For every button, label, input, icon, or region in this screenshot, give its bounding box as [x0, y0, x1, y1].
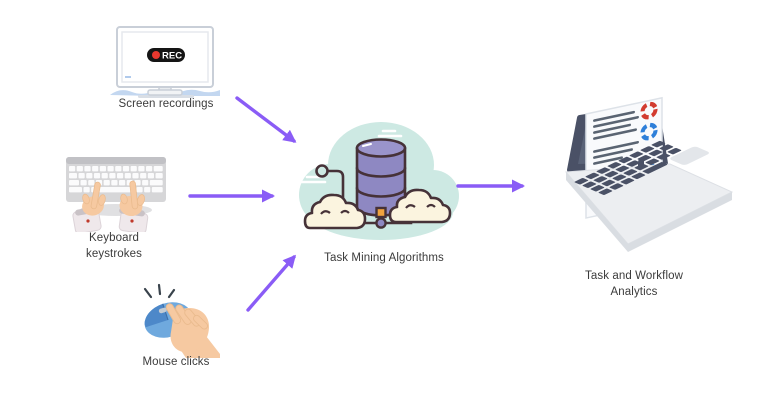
mouse-node	[128, 282, 222, 358]
analytics-label: Task and Workflow Analytics	[564, 268, 704, 300]
rec-badge: REC	[147, 48, 185, 62]
left-knuckle-2	[98, 194, 106, 206]
monitor-shadow-left	[110, 90, 154, 96]
laptop-analytics-icon	[564, 96, 734, 252]
monitor-shadow-right	[174, 89, 220, 96]
keyboard-keys	[69, 166, 163, 193]
analytics-label-line1: Task and Workflow	[585, 270, 683, 282]
left-cuff-dot	[86, 219, 90, 223]
laptop-left-edge	[566, 172, 628, 252]
arrow-mouse-to-algorithms	[246, 254, 296, 312]
document-text-lines-middle	[593, 140, 639, 165]
analytics-node	[552, 96, 736, 258]
speed-dashes	[299, 129, 403, 184]
mouse-scroll-wheel	[158, 307, 167, 314]
left-node-wire	[315, 164, 345, 204]
monitor-rec-icon: REC	[110, 26, 220, 98]
monitor-stand-base	[147, 89, 183, 96]
laptop-trackpad	[670, 146, 709, 165]
cream-cloud-left	[303, 193, 367, 230]
right-cuff-dot	[130, 219, 134, 223]
task-mining-node	[283, 110, 461, 260]
rec-dot-icon	[152, 51, 160, 59]
cream-cloud-right	[388, 188, 452, 224]
right-knuckle-2	[137, 194, 145, 206]
screen-recordings-node: REC	[110, 26, 220, 100]
laptop-base	[564, 140, 734, 252]
keyboard-node	[58, 148, 174, 234]
laptop-front-edge	[628, 192, 732, 252]
finger-1	[165, 303, 182, 325]
left-hand	[72, 181, 106, 234]
document-text-lines-top	[593, 110, 639, 140]
right-knuckle	[120, 193, 128, 205]
monitor-screen	[121, 31, 209, 83]
right-hand	[118, 180, 149, 234]
rec-badge-text: REC	[162, 51, 182, 62]
blue-sync-icon	[640, 122, 658, 141]
finger-4	[193, 314, 208, 330]
keyboard-label-line2: keystrokes	[86, 248, 142, 260]
laptop-trackpad-group	[670, 146, 709, 165]
left-index-finger	[90, 181, 101, 210]
laptop-keys	[574, 140, 682, 195]
yellow-connector-icon	[375, 206, 387, 219]
purple-node-dot-icon	[375, 217, 387, 229]
right-index-finger	[129, 180, 139, 210]
left-knuckle	[82, 193, 90, 205]
keyboard-label: Keyboard keystrokes	[44, 230, 184, 262]
screen-recordings-label: Screen recordings	[118, 98, 214, 110]
mouse-click-icon	[143, 283, 220, 358]
gripping-hand	[165, 303, 220, 358]
task-mining-label: Task Mining Algorithms	[324, 252, 444, 264]
keyboard-typing-icon	[66, 157, 166, 234]
keyboard-top-edge	[66, 157, 166, 164]
task-mining-icon	[299, 122, 459, 240]
keyboard-label-line1: Keyboard	[88, 232, 140, 244]
analytics-label-line2: Analytics	[610, 286, 658, 298]
node-circle-icon	[315, 164, 329, 178]
click-lines-icon	[143, 283, 176, 299]
mouse-clicks-label: Mouse clicks	[142, 356, 210, 368]
